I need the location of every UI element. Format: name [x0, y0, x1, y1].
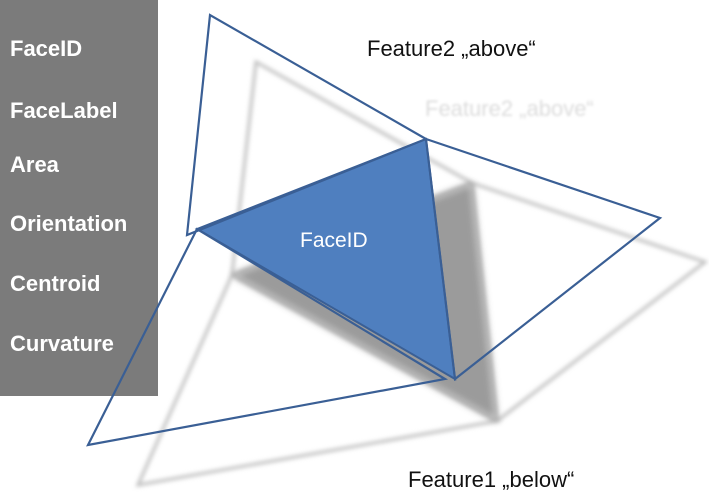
sidebar-item-orientation[interactable]: Orientation: [10, 211, 128, 236]
feature2-label: Feature2 „above“: [367, 36, 536, 61]
sidebar-item-curvature[interactable]: Curvature: [10, 331, 114, 356]
triangle-top[interactable]: [185, 13, 429, 237]
triangle-right[interactable]: [424, 137, 663, 382]
attribute-sidebar: FaceID FaceLabel Area Orientation Centro…: [0, 0, 158, 396]
sidebar-item-faceid[interactable]: FaceID: [10, 36, 83, 61]
shadow-triangle-right: [470, 180, 709, 424]
feature2-shadow-label: Feature2 „above“: [425, 96, 594, 121]
feature1-label: Feature1 „below“: [408, 467, 575, 492]
sidebar-item-facelabel[interactable]: FaceLabel: [10, 98, 118, 123]
selected-face[interactable]: [194, 137, 457, 381]
triangle-bottom-left[interactable]: [86, 227, 449, 447]
sidebar-item-centroid[interactable]: Centroid: [10, 271, 101, 296]
face-id-label: FaceID: [300, 229, 368, 252]
sidebar-item-area[interactable]: Area: [10, 152, 59, 177]
